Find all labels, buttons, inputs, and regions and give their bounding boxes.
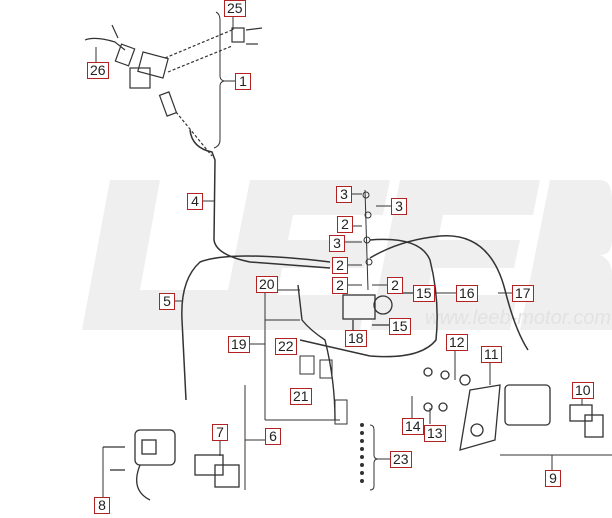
callout-14[interactable]: 14 <box>402 418 424 435</box>
callout-4[interactable]: 4 <box>187 193 203 210</box>
callout-8[interactable]: 8 <box>94 497 110 514</box>
callout-2[interactable]: 2 <box>337 216 353 233</box>
callout-9[interactable]: 9 <box>545 470 561 487</box>
callout-21[interactable]: 21 <box>290 388 312 405</box>
callout-15[interactable]: 15 <box>389 318 411 335</box>
front-caliper <box>103 429 240 501</box>
callout-18[interactable]: 18 <box>345 330 367 347</box>
callout-1[interactable]: 1 <box>235 73 251 90</box>
callout-15[interactable]: 15 <box>413 285 435 302</box>
pins-23 <box>360 423 364 483</box>
callout-5[interactable]: 5 <box>159 293 175 310</box>
callout-3[interactable]: 3 <box>336 186 352 203</box>
callout-2[interactable]: 2 <box>332 277 348 294</box>
hose-16 <box>299 238 438 358</box>
rear-caliper <box>423 367 604 451</box>
hose-5 <box>181 255 331 401</box>
callout-2[interactable]: 2 <box>387 277 403 294</box>
abs-unit <box>342 292 413 330</box>
callout-22[interactable]: 22 <box>275 338 297 355</box>
master-cylinder <box>84 24 263 157</box>
bracket-1 <box>213 11 225 149</box>
callout-3[interactable]: 3 <box>391 198 407 215</box>
callout-20[interactable]: 20 <box>256 276 278 293</box>
callout-26[interactable]: 26 <box>87 62 109 79</box>
abs-fittings <box>343 189 391 291</box>
callout-25[interactable]: 25 <box>224 0 246 17</box>
hose-17 <box>369 235 529 351</box>
callout-19[interactable]: 19 <box>228 336 250 353</box>
hose-4 <box>189 129 331 269</box>
watermark-url: www.leeb-motor.com <box>425 307 611 329</box>
callout-6[interactable]: 6 <box>265 428 281 445</box>
callout-7[interactable]: 7 <box>212 424 228 441</box>
callout-11[interactable]: 11 <box>481 346 502 363</box>
callout-17[interactable]: 17 <box>512 285 534 302</box>
callout-10[interactable]: 10 <box>572 382 594 399</box>
callout-23[interactable]: 23 <box>390 451 412 468</box>
callout-13[interactable]: 13 <box>424 425 446 442</box>
callout-3[interactable]: 3 <box>329 235 345 252</box>
callout-2[interactable]: 2 <box>332 257 348 274</box>
abs-sensor <box>297 284 336 421</box>
callout-12[interactable]: 12 <box>446 334 468 351</box>
callout-16[interactable]: 16 <box>456 285 478 302</box>
